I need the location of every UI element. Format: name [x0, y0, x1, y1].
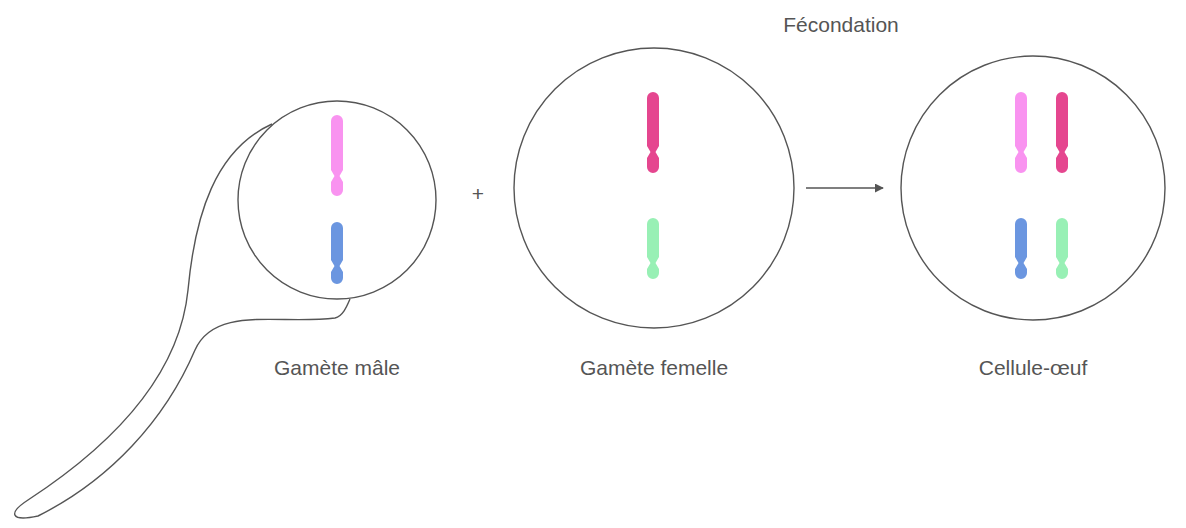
cell-label: Gamète mâle	[274, 355, 400, 380]
plus-sign: +	[472, 181, 484, 206]
circle-outline	[513, 47, 795, 329]
cell-circle: Gamète mâle	[237, 100, 437, 300]
cell-membrane	[514, 48, 794, 328]
circle-outline	[237, 100, 437, 300]
sperm-tail	[15, 124, 350, 518]
cell-circle: Cellule-œuf	[900, 55, 1166, 321]
process-label: Fécondation	[783, 12, 899, 37]
chromosome	[1056, 92, 1068, 173]
arrow	[806, 187, 883, 188]
chromosome	[647, 92, 659, 173]
chromosome	[1056, 218, 1068, 279]
chromosomes	[331, 92, 1068, 284]
cell-membrane	[901, 56, 1165, 320]
chromosome	[1015, 218, 1027, 279]
chromosome	[331, 222, 343, 284]
circle-outline	[900, 55, 1166, 321]
chromosome	[1015, 92, 1027, 173]
cell-membrane	[238, 101, 436, 299]
cell-label: Cellule-œuf	[979, 355, 1088, 380]
chromosome	[647, 218, 659, 279]
chromosome	[331, 115, 343, 196]
cell-label: Gamète femelle	[580, 355, 728, 380]
cell-circle: Gamète femelle	[513, 47, 795, 329]
